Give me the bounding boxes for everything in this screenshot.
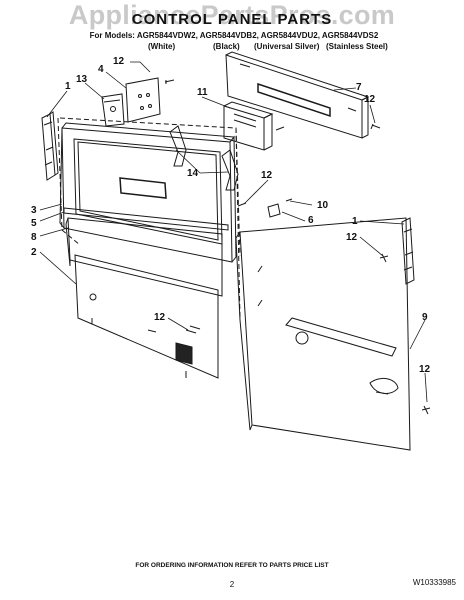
screws <box>164 79 431 415</box>
callout-12-middle: 12 <box>261 170 273 181</box>
callout-12-right: 12 <box>346 232 358 243</box>
callout-1-left: 1 <box>65 81 71 92</box>
leader-lines <box>39 61 428 403</box>
callout-5: 5 <box>31 218 37 229</box>
lower-panel-spacer <box>65 217 223 297</box>
callout-6: 6 <box>308 215 314 226</box>
bracket-13 <box>101 93 125 127</box>
upper-back-panel <box>225 51 370 139</box>
callout-12-upper-right: 12 <box>364 94 376 105</box>
trim-strip <box>63 207 229 231</box>
callout-10: 10 <box>317 200 329 211</box>
bracket-14 <box>169 125 239 191</box>
callout-13: 13 <box>76 74 88 85</box>
callout-7: 7 <box>356 82 362 93</box>
ordering-note: FOR ORDERING INFORMATION REFER TO PARTS … <box>135 562 329 569</box>
screw-10 <box>285 198 293 202</box>
callout-12-top: 12 <box>113 56 125 67</box>
watermark: AppliancePartsPros.com <box>68 0 396 30</box>
finish-black: (Black) <box>213 42 240 51</box>
page-number: 2 <box>229 580 235 589</box>
document-number: W10333985 <box>412 578 456 587</box>
right-end-cap <box>401 217 415 285</box>
callout-14: 14 <box>187 168 199 179</box>
model-list: For Models: AGR5844VDW2, AGR5844VDB2, AG… <box>89 31 379 40</box>
callout-12-lower: 12 <box>154 312 166 323</box>
finish-universal-silver: (Universal Silver) <box>254 42 320 51</box>
callout-2: 2 <box>31 247 37 258</box>
clip-6 <box>267 203 281 218</box>
mounting-plate <box>125 77 161 123</box>
dashed-backing-outline <box>57 117 241 319</box>
finish-stainless-steel: (Stainless Steel) <box>326 42 388 51</box>
finish-white: (White) <box>148 42 176 51</box>
lower-back-panel <box>74 254 219 379</box>
callout-4: 4 <box>98 64 104 75</box>
callout-1-right: 1 <box>352 216 358 227</box>
right-side-panel <box>235 217 411 451</box>
callout-11: 11 <box>197 87 208 98</box>
electronic-control <box>223 101 274 151</box>
callout-8: 8 <box>31 232 37 243</box>
left-end-cap <box>41 111 59 181</box>
callout-9: 9 <box>422 312 428 323</box>
control-panel-front <box>59 122 237 263</box>
callout-3: 3 <box>31 205 37 216</box>
callout-12-lower-right: 12 <box>419 364 431 375</box>
page-title: CONTROL PANEL PARTS <box>131 11 333 28</box>
